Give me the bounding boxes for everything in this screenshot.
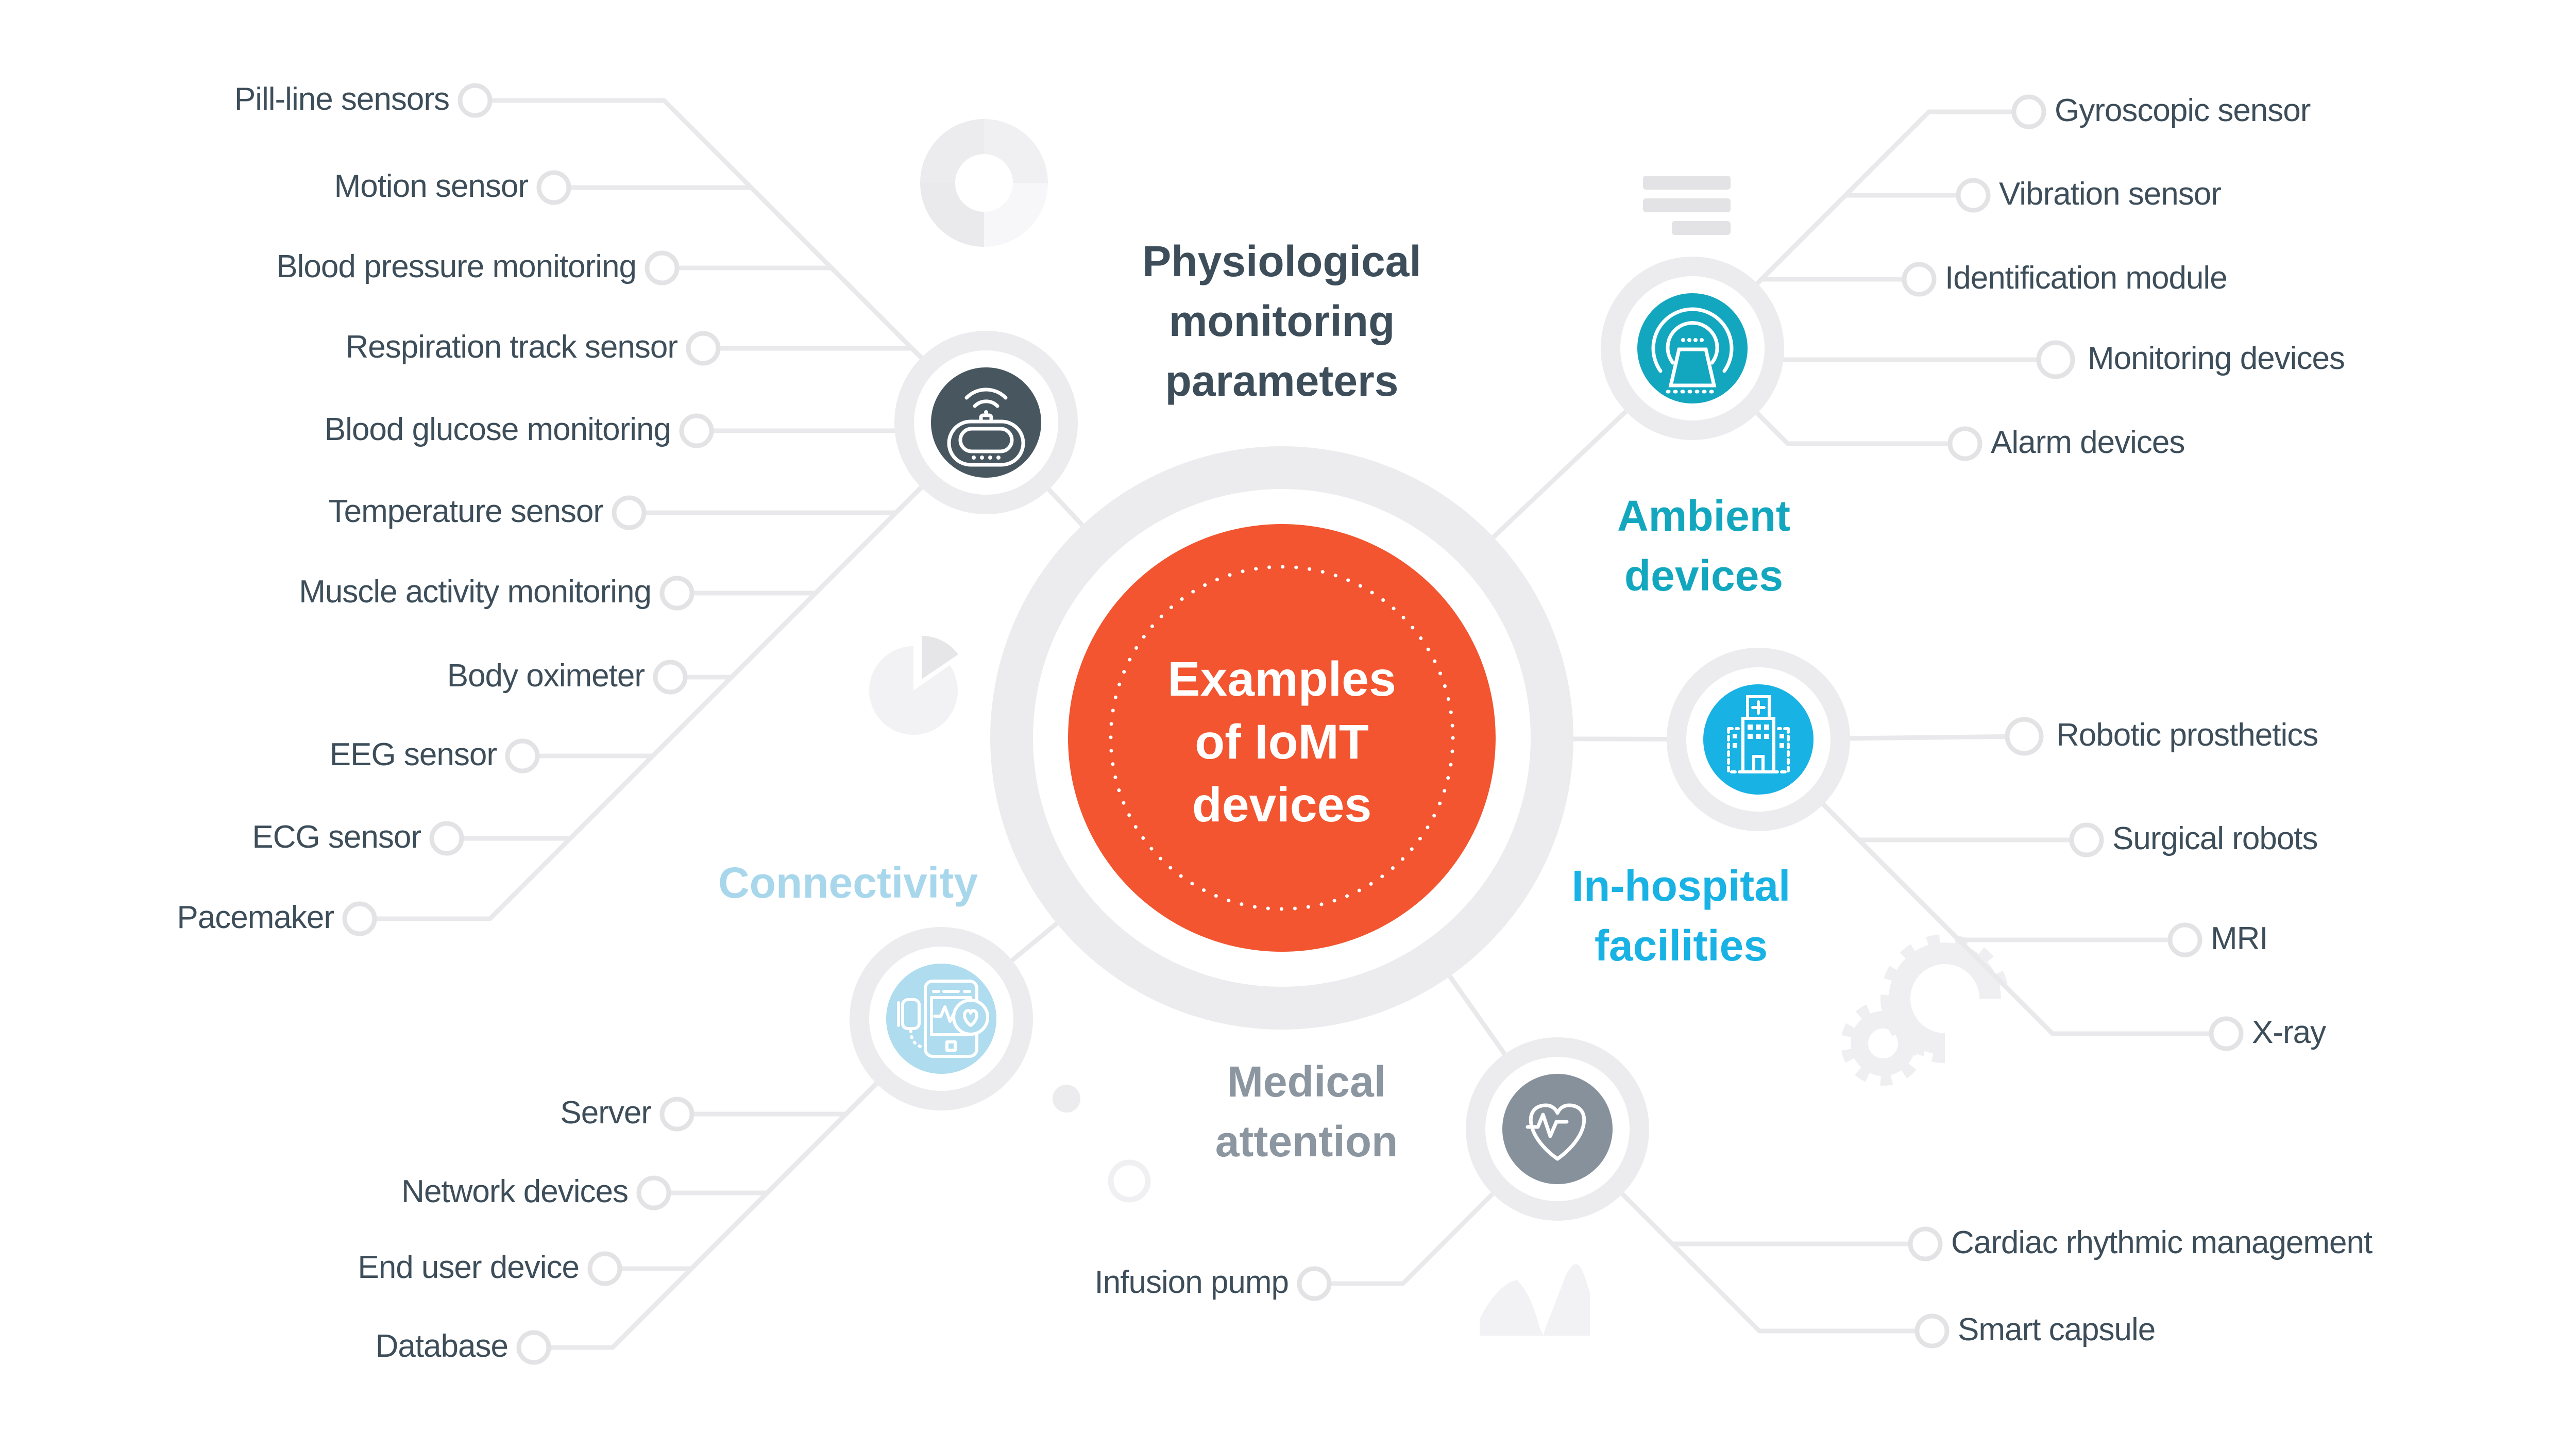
item-label-infusion-pump: Infusion pump <box>1094 1265 1289 1300</box>
gears-decoration-icon <box>1841 934 2009 1086</box>
item-label-gyroscopic-sensor: Gyroscopic sensor <box>2055 93 2311 128</box>
item-label-robotic-prosthetics: Robotic prosthetics <box>2056 717 2318 753</box>
heading-inhospital: In-hospital facilities <box>1571 862 1791 970</box>
medical-node <box>1466 1037 1649 1221</box>
ambient-node <box>1601 257 1784 440</box>
heading-connectivity: Connectivity <box>718 858 978 907</box>
item-label-surgical-robots: Surgical robots <box>2112 821 2318 856</box>
donut-chart-decoration-icon <box>920 119 1048 247</box>
physiological-node <box>894 331 1078 514</box>
item-label-end-user-device: End user device <box>358 1250 580 1285</box>
item-label-vibration-sensor: Vibration sensor <box>1999 176 2222 212</box>
heading-ambient: Ambient devices <box>1617 492 1790 600</box>
item-label-motion-sensor: Motion sensor <box>334 169 529 204</box>
area-chart-decoration-icon <box>1480 1264 1590 1336</box>
item-label-smart-capsule: Smart capsule <box>1958 1312 2156 1347</box>
mobile-health-icon <box>897 980 989 1058</box>
item-label-body-oximeter: Body oximeter <box>447 658 645 694</box>
item-label-respiration-track-sensor: Respiration track sensor <box>345 329 678 365</box>
item-label-blood-glucose-monitoring: Blood glucose monitoring <box>324 412 671 447</box>
item-dots <box>342 83 2244 1365</box>
item-label-eeg-sensor: EEG sensor <box>329 737 497 772</box>
heart-ecg-icon <box>1526 1103 1586 1161</box>
dot-decoration <box>1053 1085 1080 1113</box>
ambient-sensor-icon <box>1651 307 1734 394</box>
item-label-monitoring-devices: Monitoring devices <box>2088 341 2345 376</box>
heading-physiological: Physiological monitoring parameters <box>1142 237 1421 405</box>
item-label-muscle-activity-monitoring: Muscle activity monitoring <box>299 574 652 610</box>
menu-lines-decoration-icon <box>1643 176 1731 235</box>
circle-decoration <box>1108 1159 1151 1203</box>
pie-chart-decoration-icon <box>869 636 958 735</box>
item-label-ecg-sensor: ECG sensor <box>252 819 421 855</box>
item-label-pill-line-sensors: Pill-line sensors <box>234 81 450 117</box>
item-label-database: Database <box>375 1328 509 1364</box>
inhospital-node <box>1667 648 1850 831</box>
hospital-building-icon <box>1727 695 1790 773</box>
item-label-identification-module: Identification module <box>1945 260 2228 296</box>
item-label-blood-pressure-monitoring: Blood pressure monitoring <box>276 249 637 284</box>
item-label-cardiac-rhythmic-management: Cardiac rhythmic management <box>1951 1225 2372 1260</box>
item-label-x-ray: X-ray <box>2252 1015 2326 1050</box>
item-label-temperature-sensor: Temperature sensor <box>328 494 604 529</box>
item-label-alarm-devices: Alarm devices <box>1991 425 2185 460</box>
item-label-server: Server <box>560 1095 652 1131</box>
heading-medical: Medical attention <box>1215 1057 1398 1166</box>
center-title: Examples of IoMT devices <box>1167 652 1396 832</box>
dotted-ring <box>1109 565 1455 911</box>
item-label-network-devices: Network devices <box>401 1174 629 1209</box>
connectivity-node <box>850 927 1033 1110</box>
item-label-mri: MRI <box>2211 921 2268 956</box>
fitness-tracker-icon <box>947 387 1025 467</box>
center-node <box>990 446 1573 1030</box>
item-label-pacemaker: Pacemaker <box>177 900 334 935</box>
